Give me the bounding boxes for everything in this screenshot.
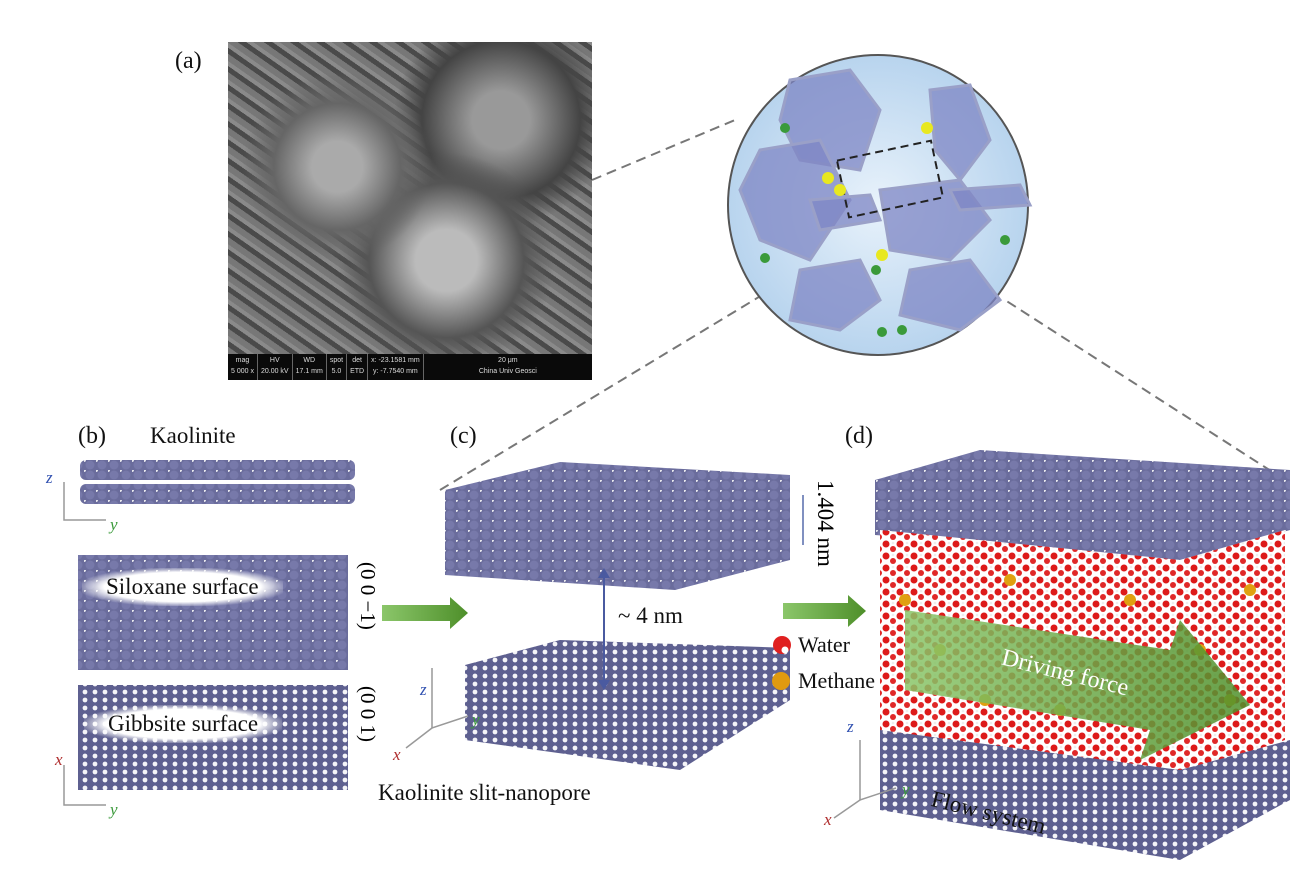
axis-z-label: z — [420, 680, 427, 699]
arrow-b-to-c — [382, 597, 468, 629]
arrow-c-to-d — [783, 595, 866, 627]
gibbsite-surface-label: Gibbsite surface — [84, 705, 283, 743]
flow-system-model — [875, 450, 1290, 860]
panel-b-label: (b) — [78, 423, 106, 449]
axis-z-label: z — [46, 468, 53, 487]
slit-nanopore-caption: Kaolinite slit-nanopore — [378, 780, 591, 805]
kaolinite-title: Kaolinite — [150, 423, 236, 448]
methane-legend-icon — [772, 672, 790, 690]
kaolinite-side-view — [80, 460, 355, 504]
axis-y-label: y — [110, 800, 118, 819]
panel-d-label: (d) — [845, 423, 873, 449]
siloxane-surface-label: Siloxane surface — [82, 568, 283, 606]
axis-x-label: x — [393, 745, 401, 764]
methane-legend-label: Methane — [798, 668, 875, 693]
axis-triads — [63, 482, 897, 819]
gibbsite-plane-index: (0 0 1) — [356, 686, 380, 742]
panel-a-label: (a) — [175, 48, 202, 74]
axis-y-label: y — [902, 780, 910, 799]
zoom-connector-lines — [439, 119, 1286, 491]
water-legend-label: Water — [798, 632, 850, 657]
axis-x-label: x — [55, 750, 63, 769]
pore-width-label: ~ 4 nm — [618, 603, 683, 628]
axis-z-label: z — [847, 717, 854, 736]
scale-bar: 20 μm — [498, 357, 518, 364]
axis-y-label: y — [110, 515, 118, 534]
clay-particle-schematic — [727, 54, 1033, 356]
axis-y-label: y — [472, 710, 480, 729]
layer-spacing-label: 1.404 nm — [813, 480, 838, 567]
axis-x-label: x — [824, 810, 832, 829]
siloxane-plane-index: (0 0 −1) — [356, 562, 380, 630]
panel-c-label: (c) — [450, 423, 477, 449]
slit-nanopore-model — [445, 462, 804, 770]
